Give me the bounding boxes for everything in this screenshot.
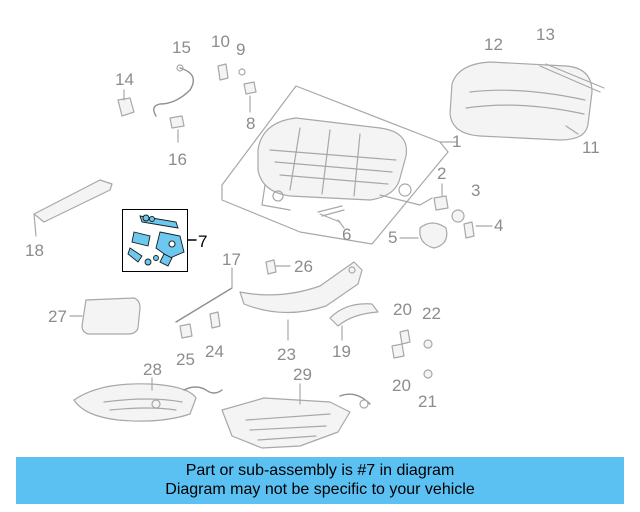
- rail-part-23: [239, 261, 363, 314]
- rod-part-17: [175, 287, 233, 323]
- highlight-box-part-7: [122, 209, 188, 272]
- callout-8: 8: [246, 114, 256, 133]
- nut-part-21: [423, 369, 433, 379]
- callout-20-lower: 20: [392, 376, 411, 395]
- nut-part-22: [423, 339, 433, 349]
- callout-3: 3: [471, 181, 481, 200]
- cover-part-27: [81, 297, 141, 335]
- callout-19: 19: [332, 342, 351, 361]
- callout-16: 16: [168, 150, 187, 169]
- callout-9: 9: [236, 40, 246, 59]
- callout-4: 4: [494, 216, 504, 235]
- callout-17: 17: [222, 250, 241, 269]
- seat-cushion-part-11: [449, 61, 605, 141]
- callout-6: 6: [342, 225, 352, 244]
- lever-part-5: [419, 222, 448, 249]
- callout-22: 22: [422, 304, 441, 323]
- callout-24: 24: [205, 342, 224, 361]
- callout-27: 27: [48, 307, 67, 326]
- callout-1: 1: [452, 132, 462, 151]
- banner-line-part-number: Part or sub-assembly is #7 in diagram: [185, 462, 455, 479]
- callout-25: 25: [176, 350, 195, 369]
- callout-2: 2: [437, 164, 447, 183]
- callout-10: 10: [211, 32, 230, 51]
- seat-frame-part-1: [257, 117, 433, 217]
- callout-21: 21: [418, 392, 437, 411]
- nut-part-8: [243, 81, 257, 95]
- lever-part-19: [329, 303, 379, 327]
- washer-part-9: [238, 68, 246, 76]
- callout-15: 15: [172, 38, 191, 57]
- rail-cover-part-18: [33, 179, 113, 223]
- knob-part-2: [433, 195, 449, 211]
- bolt-part-20-lower: [391, 343, 405, 359]
- info-banner: Part or sub-assembly is #7 in diagram Di…: [16, 457, 624, 504]
- bolt-part-20-upper: [399, 329, 411, 345]
- highlighted-part-7: [127, 214, 185, 267]
- diagram-drawing: [33, 61, 605, 449]
- seat-frame-outline: [221, 85, 449, 245]
- heater-mat-part-28: [73, 383, 223, 422]
- callout-18: 18: [25, 241, 44, 260]
- callout-29: 29: [293, 365, 312, 384]
- bolt-part-10: [217, 63, 229, 81]
- banner-line-disclaimer: Diagram may not be specific to your vehi…: [165, 481, 475, 498]
- cable-part-15: [153, 67, 194, 117]
- callout-20-upper: 20: [393, 300, 412, 319]
- callout-5: 5: [388, 228, 398, 247]
- screw-part-4: [463, 221, 475, 239]
- callout-13: 13: [536, 25, 555, 44]
- bolt-part-26: [265, 259, 277, 275]
- callout-7: 7: [198, 232, 208, 251]
- cap-part-3: [451, 209, 465, 223]
- heater-mat-part-29: [221, 393, 371, 449]
- bracket-part-14: [117, 97, 135, 117]
- parts-diagram: 1 2 3 4 5 6 7 8 9 10 11 12 13 14 15 16 1…: [25, 25, 605, 449]
- callout-11: 11: [582, 138, 600, 157]
- callout-28: 28: [143, 360, 162, 379]
- callout-26: 26: [294, 257, 313, 276]
- callout-23: 23: [277, 345, 296, 364]
- clip-part-16: [169, 115, 185, 129]
- callout-12: 12: [484, 35, 503, 54]
- screw-part-24: [209, 311, 221, 329]
- clip-part-25: [179, 323, 193, 339]
- callout-14: 14: [115, 70, 134, 89]
